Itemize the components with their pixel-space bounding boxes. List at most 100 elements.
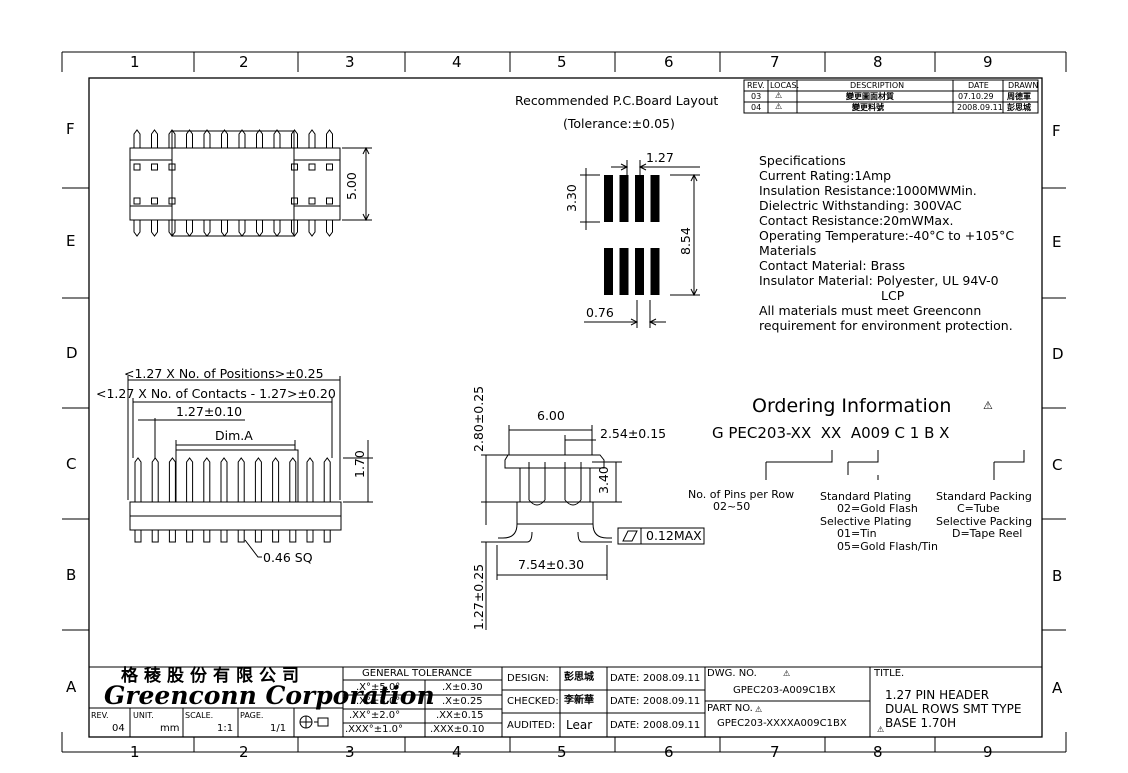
title-line-2: DUAL ROWS SMT TYPE: [885, 702, 1022, 716]
top-pin: [203, 129, 211, 148]
title-line-1: 1.27 PIN HEADER: [885, 688, 990, 702]
ordering-pins-value: 02~50: [713, 500, 751, 513]
front-pin: [186, 457, 194, 502]
spec-insulator-material: Insulator Material: Polyester, UL 94V-0: [759, 273, 999, 288]
top-pin: [168, 220, 176, 237]
rev-row-04-desc: 變更料號: [852, 103, 884, 112]
top-pin: [133, 220, 141, 237]
top-pin: [291, 220, 298, 237]
front-pin-tail: [289, 529, 297, 543]
design-value: 彭思城: [564, 672, 594, 683]
tolerance-angle-1: .X°±5.0°: [356, 682, 401, 693]
pin-square: [133, 197, 141, 205]
top-pin: [256, 129, 263, 148]
top-pin: [291, 129, 298, 148]
rev-row-04-date: 2008.09.11: [957, 103, 1003, 112]
top-pin: [238, 129, 246, 148]
ordering-plating-gold-flash: 02=Gold Flash: [837, 502, 918, 515]
pcb-pad: [650, 175, 660, 222]
ordering-packing-tube: C=Tube: [957, 502, 1000, 515]
zone-col-7-bottom: 7: [770, 743, 780, 761]
side-view-drawing: [481, 425, 705, 630]
front-dim-positions: <1.27 X No. of Positions>±0.25: [124, 366, 324, 381]
front-pin: [203, 457, 211, 502]
zone-col-1: 1: [130, 53, 140, 71]
top-pin: [151, 129, 158, 148]
front-dim-pitch: 1.27±0.10: [176, 404, 243, 419]
side-dim-height: 3.40: [596, 466, 611, 494]
front-pin: [306, 457, 314, 502]
front-pin-tail: [151, 529, 159, 543]
zone-row-b: B: [66, 566, 77, 584]
front-view-drawing: [127, 376, 373, 558]
tolerance-title: GENERAL TOLERANCE: [362, 668, 473, 679]
zone-col-4-bottom: 4: [452, 743, 462, 761]
top-pin: [168, 129, 176, 148]
top-pin: [273, 129, 281, 148]
tolerance-linear-1: .X±0.30: [442, 682, 483, 693]
side-flatness-value: 0.12MAX: [646, 528, 702, 543]
front-pin-tail: [306, 529, 314, 543]
zone-col-3: 3: [345, 53, 355, 71]
front-pin-tail: [254, 529, 262, 543]
front-pin-tail: [237, 529, 245, 543]
title-block-lines: [89, 666, 1042, 737]
front-pin-tail: [134, 529, 142, 543]
company-name-cn: 格稜股份有限公司: [121, 666, 305, 686]
rev-row-03-drawn: 周德軍: [1007, 92, 1031, 101]
spec-lcp: LCP: [881, 288, 905, 303]
front-pin-tail: [203, 529, 211, 543]
page-label: PAGE.: [240, 711, 264, 720]
zone-row-d-right: D: [1052, 345, 1064, 363]
zone-row-f-right: F: [1052, 122, 1061, 140]
spec-insulation: Insulation Resistance:1000MWMin.: [759, 183, 977, 198]
pcb-pad: [650, 248, 660, 295]
top-pin: [326, 220, 333, 237]
spec-contact-material: Contact Material: Brass: [759, 258, 905, 273]
date-label-design: DATE:: [610, 673, 640, 684]
front-pin-tail: [323, 529, 331, 543]
rev-warning-icon: ⚠: [775, 91, 783, 100]
ordering-plating-gold-tin: 05=Gold Flash/Tin: [837, 540, 938, 553]
front-pin: [151, 457, 159, 502]
top-pin: [238, 220, 246, 237]
pcb-dim-pitch: 1.27: [646, 150, 674, 165]
pin-square: [291, 197, 298, 205]
spec-current-rating: Current Rating:1Amp: [759, 168, 892, 183]
front-pin-tail: [220, 529, 228, 543]
ordering-packing-selective: Selective Packing: [936, 515, 1033, 528]
spec-contact-resistance: Contact Resistance:20mWMax.: [759, 213, 954, 228]
pcb-pad: [619, 248, 629, 295]
rev-row-03-rev: 03: [751, 92, 762, 101]
side-dim-pitch: 2.54±0.15: [600, 426, 667, 441]
front-pin-tail: [272, 529, 280, 543]
spec-operating-temp: Operating Temperature:-40°C to +105°C: [759, 228, 1015, 243]
top-pin: [133, 129, 141, 148]
zone-col-5: 5: [557, 53, 567, 71]
front-dim-contacts: <1.27 X No. of Contacts - 1.27>±0.20: [96, 386, 336, 401]
zone-col-3-bottom: 3: [345, 743, 355, 761]
side-dim-span: 7.54±0.30: [518, 557, 585, 572]
rev-row-04-rev: 04: [751, 103, 762, 112]
spec-environment-note: requirement for environment protection.: [759, 318, 1013, 333]
zone-row-a-right: A: [1052, 679, 1063, 697]
zone-row-e-right: E: [1052, 233, 1062, 251]
zone-row-d: D: [66, 344, 78, 362]
rev-label: REV.: [91, 711, 109, 720]
tolerance-linear-4: .XXX±0.10: [430, 724, 485, 735]
part-no-label: PART NO.: [707, 703, 753, 714]
pin-square: [151, 163, 158, 171]
pcb-pad: [604, 248, 613, 295]
front-pin: [134, 457, 142, 502]
front-dim-pin-sq: 0.46 SQ: [263, 550, 313, 565]
unit-value: mm: [160, 723, 180, 734]
zone-col-6: 6: [664, 53, 674, 71]
top-pin: [273, 220, 281, 237]
top-view-drawing: [129, 129, 372, 237]
scale-value: 1:1: [217, 723, 234, 734]
top-pin: [186, 220, 193, 237]
ordering-plating-tin: 01=Tin: [837, 527, 877, 540]
zone-col-5-bottom: 5: [557, 743, 567, 761]
rev-value: 04: [112, 723, 125, 734]
